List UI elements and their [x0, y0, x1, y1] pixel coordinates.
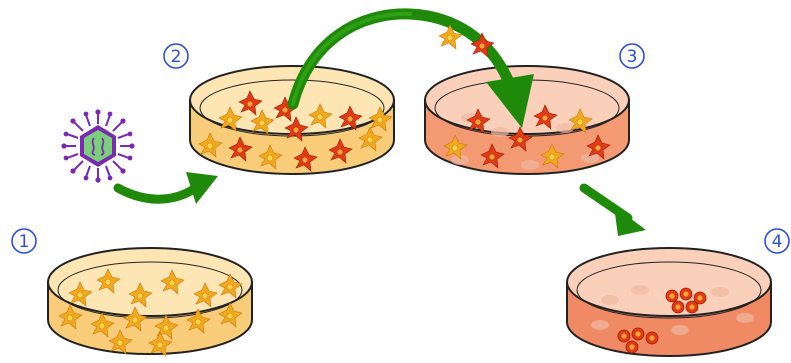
step-label-1: 1: [11, 228, 37, 254]
petri-dish-3: [424, 65, 630, 175]
step-label-2: 2: [163, 43, 189, 69]
svg-text:3: 3: [627, 47, 638, 67]
cell-layer: [591, 285, 754, 354]
step-label-3: 3: [619, 43, 645, 69]
petri-dish-2: [189, 65, 395, 175]
svg-text:1: 1: [19, 232, 30, 252]
cell-layer: [443, 104, 611, 170]
straight-arrow-icon: [579, 183, 646, 236]
petri-dish-1: [47, 247, 253, 357]
virus-icon: [61, 109, 135, 183]
svg-text:2: 2: [171, 47, 182, 67]
curved-arrow-icon: [113, 172, 218, 204]
step-label-4: 4: [764, 228, 790, 254]
petri-dish-4: [566, 247, 772, 357]
svg-text:4: 4: [772, 232, 783, 252]
